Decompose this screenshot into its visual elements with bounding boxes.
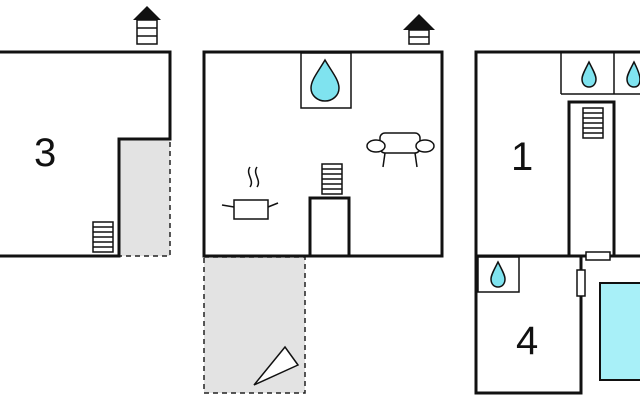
left-building: 3: [0, 50, 172, 258]
house-entrance-icon: [133, 6, 161, 45]
right-building: 1 4: [474, 50, 640, 395]
stairs-icon: [92, 221, 114, 253]
left-building-walls: [0, 50, 172, 258]
right-corridor: [567, 100, 616, 258]
swimming-pool: [599, 282, 640, 381]
sofa-icon: [366, 132, 435, 168]
stairs-icon: [321, 163, 343, 195]
middle-building: [202, 50, 444, 394]
room-number-1: 1: [511, 135, 533, 179]
house-entrance-icon: [403, 14, 435, 45]
cooking-pot-icon: [221, 166, 279, 220]
stairs-icon: [582, 107, 604, 139]
left-terrace: [118, 138, 171, 257]
room-number-3: 3: [34, 131, 56, 175]
water-drop-icon: [581, 60, 597, 88]
middle-building-walls: [202, 50, 444, 258]
door-marker: [585, 251, 611, 261]
water-drop-icon: [490, 260, 506, 288]
room-number-4: 4: [516, 319, 538, 363]
triangle-icon: [253, 345, 300, 386]
window-marker: [576, 269, 586, 297]
water-drop-icon: [626, 60, 640, 88]
middle-terrace: [203, 256, 306, 394]
middle-partition: [308, 196, 351, 258]
water-drop-icon: [310, 58, 340, 102]
